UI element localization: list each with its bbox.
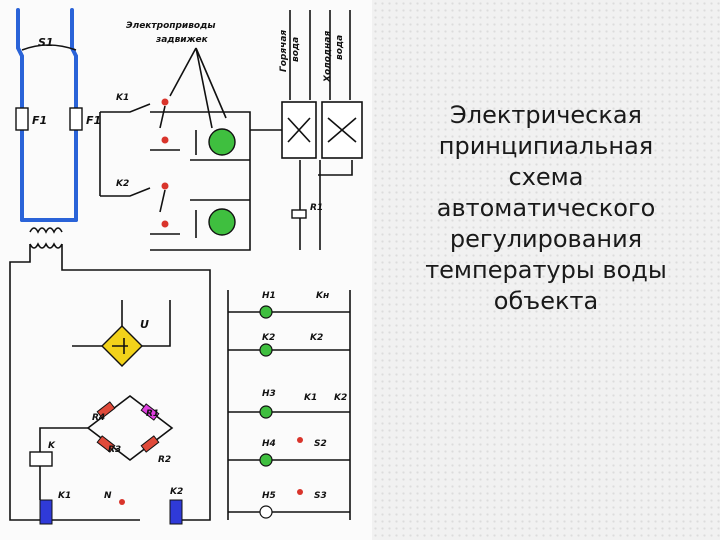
lamp-rows bbox=[227, 290, 351, 520]
motor-upper bbox=[208, 128, 236, 156]
phase-wire-left bbox=[16, 8, 24, 222]
label-s3: S3 bbox=[314, 491, 327, 501]
label-r2: R2 bbox=[158, 455, 171, 465]
resistor-r1 bbox=[291, 209, 307, 219]
contact-s3-dot bbox=[297, 489, 303, 495]
title-line: регулирования bbox=[449, 225, 643, 253]
label-r4: R4 bbox=[92, 413, 105, 423]
switch-s1-blade bbox=[21, 44, 77, 51]
lamp-h2 bbox=[259, 343, 273, 357]
title-line: температуры воды bbox=[425, 256, 667, 284]
motor-wiring bbox=[150, 111, 251, 251]
supply-wires bbox=[16, 8, 78, 222]
relay-k bbox=[29, 451, 53, 467]
water-pipes bbox=[289, 10, 353, 250]
label-k2-row2: K2 bbox=[310, 333, 323, 343]
slide-title: Электрическая принципиальная схема автом… bbox=[372, 100, 720, 317]
valve-cold bbox=[321, 101, 363, 159]
circuit-diagram-panel: S1 F1 F1 Электроприводы задвижек Го bbox=[9, 8, 363, 525]
label-s2: S2 bbox=[314, 439, 327, 449]
resistor-r4 bbox=[96, 401, 116, 419]
label-f1-left: F1 bbox=[32, 114, 47, 127]
label-k1-top: K1 bbox=[116, 93, 129, 103]
valve-hot bbox=[281, 101, 317, 159]
title-panel: Электрическая принципиальная схема автом… bbox=[372, 0, 720, 540]
label-h3: H3 bbox=[262, 389, 276, 399]
label-k-h1: Kн bbox=[316, 291, 329, 301]
lamp-h4 bbox=[259, 453, 273, 467]
title-line: принципиальная bbox=[438, 132, 654, 160]
rectifier-bridge bbox=[72, 300, 171, 367]
title-line: автоматического bbox=[436, 194, 656, 222]
fuse-f1-left bbox=[15, 107, 29, 131]
sensor-r1 bbox=[140, 403, 160, 421]
label-hot-water-line2: вода bbox=[291, 37, 301, 62]
label-n: N bbox=[104, 491, 112, 501]
title-line: схема bbox=[508, 163, 584, 191]
label-cold-water-line1: Холодная bbox=[323, 31, 333, 83]
label-k2-row: K2 bbox=[262, 333, 275, 343]
lamp-h3 bbox=[259, 405, 273, 419]
label-k1-row: K1 bbox=[304, 393, 317, 403]
label-hot-water-line1: Горячая bbox=[279, 30, 289, 72]
actuator-leader-lines bbox=[169, 47, 227, 129]
coil-k2 bbox=[169, 499, 183, 525]
label-r1: R1 bbox=[310, 203, 323, 213]
label-actuators-line1: Электроприводы bbox=[126, 21, 216, 31]
limit-contacts bbox=[150, 98, 180, 235]
label-k1-bottom: K1 bbox=[58, 491, 71, 501]
lamp-h5 bbox=[259, 505, 273, 519]
title-line: Электрическая bbox=[450, 101, 642, 129]
coil-k1 bbox=[39, 499, 53, 525]
motor-lower bbox=[208, 208, 236, 236]
label-k2-row3: K2 bbox=[334, 393, 347, 403]
lamp-h1 bbox=[259, 305, 273, 319]
fuse-f1-right bbox=[69, 107, 83, 131]
label-k2-bottom: K2 bbox=[170, 487, 183, 497]
label-f1-right: F1 bbox=[86, 114, 101, 127]
circuit-diagram: S1 F1 F1 Электроприводы задвижек Го bbox=[9, 8, 363, 525]
phase-wire-right bbox=[70, 8, 78, 222]
contact-s2-dot bbox=[297, 437, 303, 443]
label-h4: H4 bbox=[262, 439, 276, 449]
label-h1: H1 bbox=[262, 291, 276, 301]
label-r1-bridge: R1 bbox=[146, 409, 159, 419]
relay-contact-wiring bbox=[99, 103, 151, 197]
label-k2-top: K2 bbox=[116, 179, 129, 189]
label-cold-water-line2: вода bbox=[335, 35, 345, 60]
title-line: объекта bbox=[493, 287, 599, 315]
label-h5: H5 bbox=[262, 491, 276, 501]
resistor-r3 bbox=[96, 435, 116, 453]
label-r3: R3 bbox=[108, 445, 121, 455]
resistor-r2 bbox=[140, 435, 160, 453]
label-k: K bbox=[48, 441, 56, 451]
transformer bbox=[9, 227, 211, 521]
contact-n-dot bbox=[119, 499, 125, 505]
label-actuators-line2: задвижек bbox=[155, 35, 209, 45]
label-u: U bbox=[140, 318, 149, 331]
label-s1: S1 bbox=[38, 36, 54, 49]
